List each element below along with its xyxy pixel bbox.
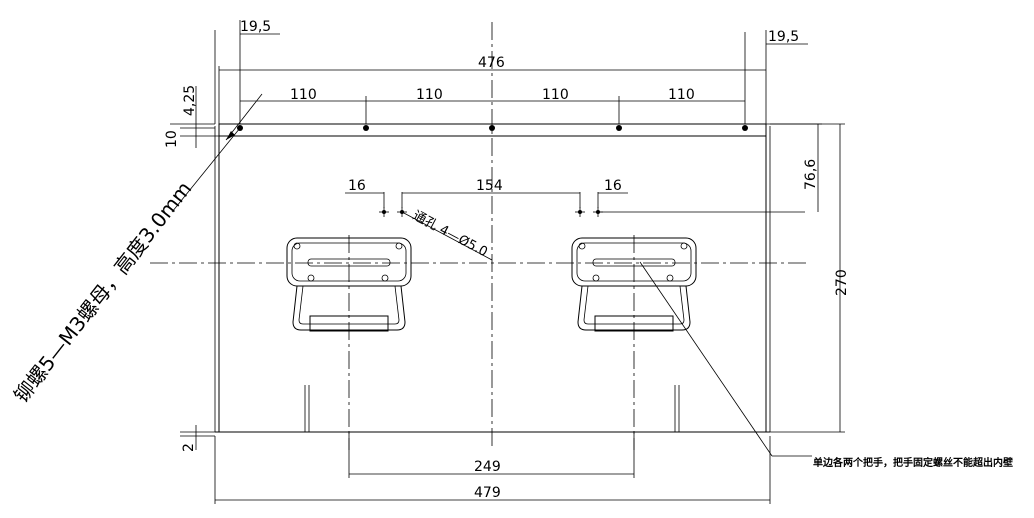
dim-476: 476 bbox=[478, 55, 505, 71]
dim-110-a: 110 bbox=[290, 87, 317, 103]
right-handle-screw-2 bbox=[680, 242, 688, 250]
rivet-leader bbox=[171, 127, 241, 213]
rivet-nut-note: 铆螺5—M3螺母，高度3.0mm bbox=[9, 177, 196, 407]
dim-110-c: 110 bbox=[542, 87, 569, 103]
left-handle-screw-4 bbox=[381, 274, 389, 282]
center-lines bbox=[150, 22, 808, 450]
dim-154: 154 bbox=[476, 178, 503, 194]
dim-16-right: 16 bbox=[604, 178, 622, 194]
left-handle-grip bbox=[309, 315, 389, 332]
through-holes bbox=[379, 192, 805, 217]
dim-110-b: 110 bbox=[416, 87, 443, 103]
hole-1 bbox=[379, 207, 389, 217]
right-handle-plate-inner bbox=[576, 242, 692, 282]
right-handle-plate-outer bbox=[571, 237, 697, 287]
left-handle-plate-outer bbox=[286, 237, 412, 287]
right-handle bbox=[571, 237, 697, 332]
handle-note: 单边各两个把手，把手固定螺丝不能超出内壁 bbox=[813, 456, 1013, 469]
dim-10: 10 bbox=[164, 130, 180, 148]
dimension-lines bbox=[170, 20, 845, 504]
left-handle-screw-3 bbox=[307, 274, 315, 282]
dim-4-25: 4,25 bbox=[182, 85, 198, 116]
box-body bbox=[214, 123, 771, 433]
left-handle-screw-2 bbox=[395, 242, 403, 250]
right-handle-slot bbox=[592, 258, 676, 267]
rivet-nut-5 bbox=[742, 125, 748, 131]
top-flange bbox=[218, 123, 767, 137]
rivet-nut-3 bbox=[489, 125, 495, 131]
rivet-nut-2 bbox=[363, 125, 369, 131]
dim-110-d: 110 bbox=[668, 87, 695, 103]
right-handle-bail-inner bbox=[583, 285, 685, 325]
dim-76-6: 76,6 bbox=[803, 159, 819, 190]
holes-leader bbox=[401, 211, 493, 261]
dim-19-5-right: 19,5 bbox=[768, 29, 799, 45]
left-handle-slot bbox=[307, 258, 391, 267]
dim-2: 2 bbox=[181, 443, 197, 452]
hole-3 bbox=[575, 207, 585, 217]
right-handle-bail-outer bbox=[577, 285, 691, 331]
handle-leader bbox=[639, 261, 773, 457]
left-handle-bail-inner bbox=[298, 285, 400, 325]
right-handle-screw-1 bbox=[578, 242, 586, 250]
left-handle bbox=[286, 237, 412, 332]
rivet-arrowhead bbox=[226, 131, 235, 140]
left-handle-plate-inner bbox=[291, 242, 407, 282]
leader-lines bbox=[171, 93, 812, 457]
right-handle-screw-4 bbox=[666, 274, 674, 282]
dim-270: 270 bbox=[834, 269, 850, 296]
dimension-labels: 19,5 19,5 476 110 110 110 110 4,25 10 76… bbox=[164, 19, 850, 501]
left-handle-bail-outer bbox=[292, 285, 406, 331]
dim-249: 249 bbox=[474, 459, 501, 475]
dim-479: 479 bbox=[474, 485, 501, 501]
dim-19-5-left: 19,5 bbox=[240, 19, 271, 35]
right-handle-screw-3 bbox=[592, 274, 600, 282]
holes-note: 通孔 4—Ø5.0 bbox=[410, 208, 490, 260]
right-handle-grip bbox=[594, 315, 674, 332]
dim-16-left: 16 bbox=[348, 178, 366, 194]
left-handle-screw-1 bbox=[293, 242, 301, 250]
annotations: 铆螺5—M3螺母，高度3.0mm 通孔 4—Ø5.0 单边各两个把手，把手固定螺… bbox=[9, 177, 1013, 469]
rivet-nut-4 bbox=[616, 125, 622, 131]
